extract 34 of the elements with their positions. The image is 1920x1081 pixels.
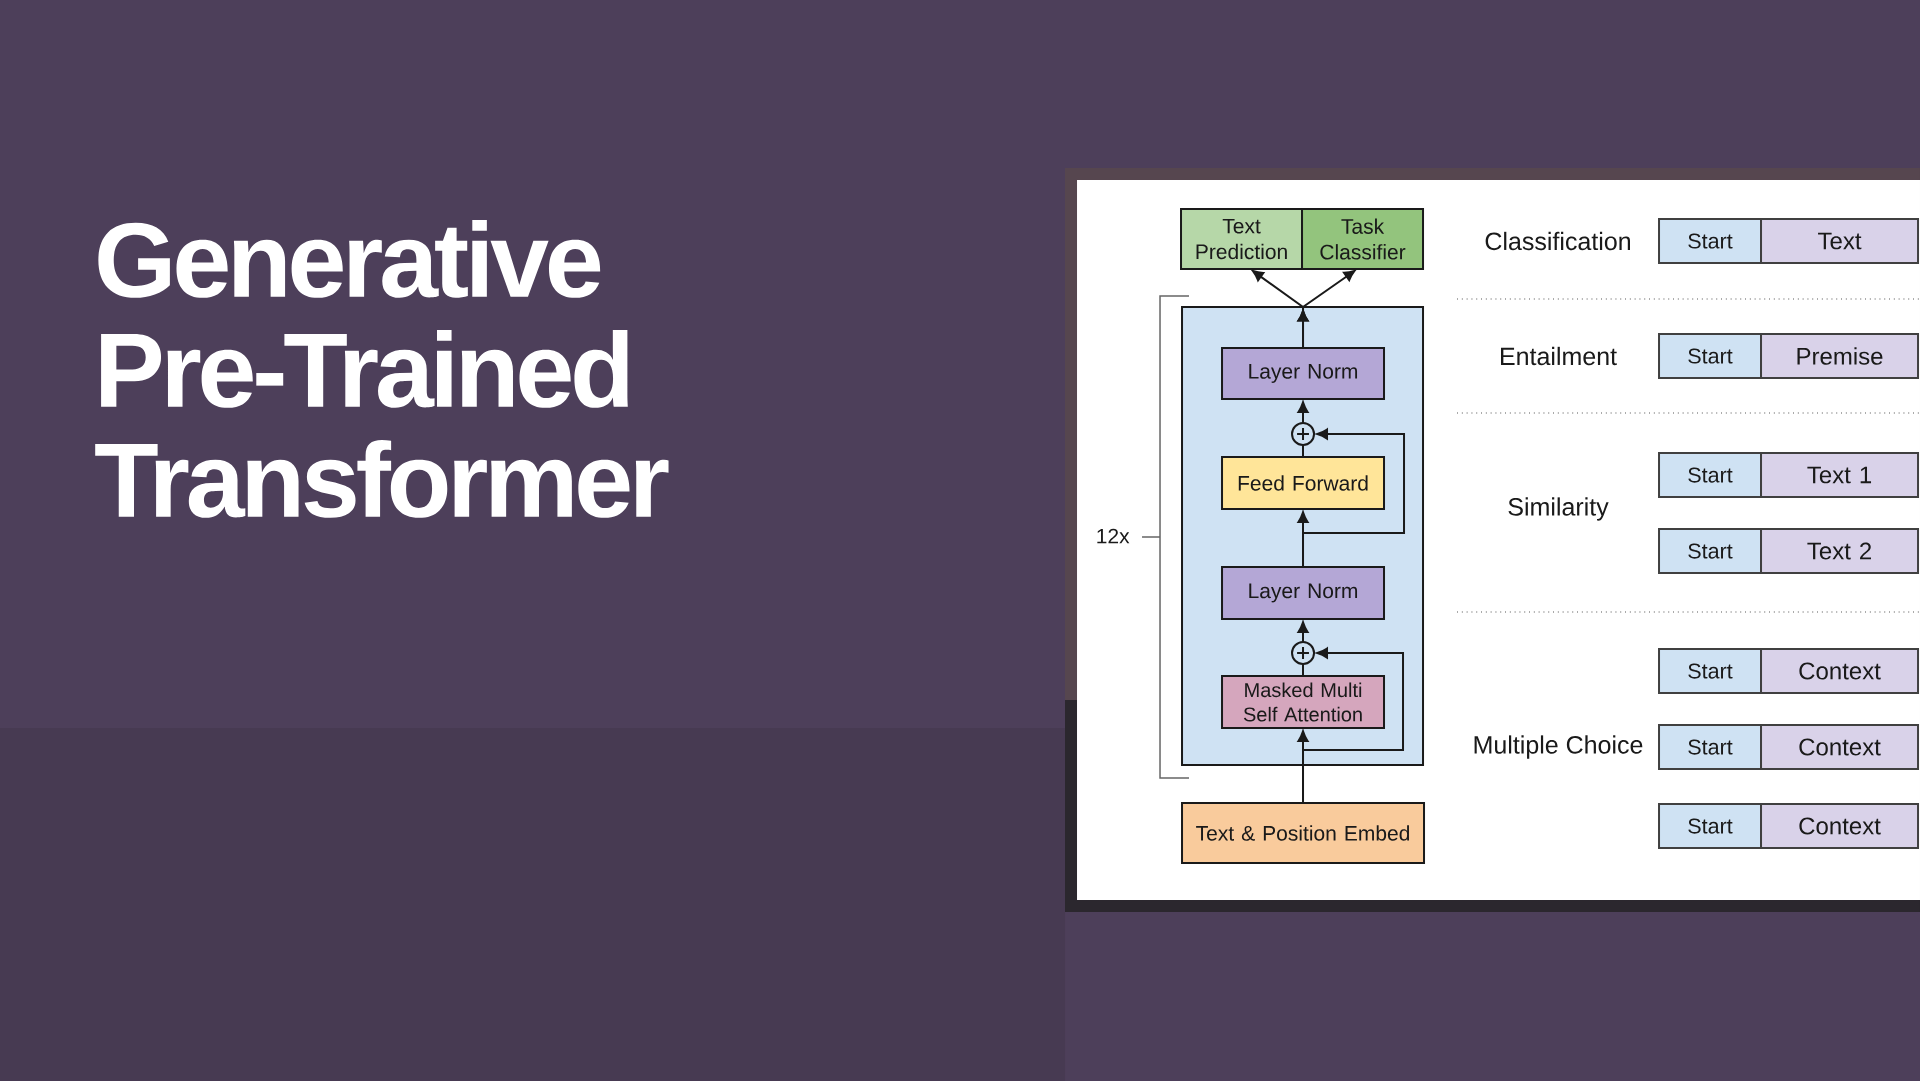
- repeat-label: 12x: [1097, 528, 1130, 544]
- layer-box: Layer Norm: [1221, 566, 1385, 620]
- layer-box: Masked Multi Self Attention: [1221, 675, 1385, 729]
- token-box: Start: [1658, 452, 1763, 498]
- token-box: Start: [1658, 724, 1763, 770]
- arrow: [1297, 269, 1356, 349]
- title: Generative Pre-Trained Transformer: [95, 220, 669, 518]
- arrow: [1302, 428, 1405, 568]
- task-label: Multiple Choice: [1474, 735, 1643, 759]
- connector-line: [1302, 663, 1304, 677]
- segment-box: Text: [1760, 218, 1920, 264]
- token-box: Start: [1658, 218, 1763, 264]
- token-box: Start: [1658, 803, 1763, 849]
- segment-box: Text 2: [1760, 528, 1920, 574]
- embedding-box: Text & Position Embed: [1181, 802, 1425, 864]
- segment-box: Context: [1760, 803, 1920, 849]
- layer-box: Feed Forward: [1221, 456, 1385, 510]
- arrow: [1297, 401, 1309, 424]
- token-box: Start: [1658, 648, 1763, 694]
- token-box: Start: [1658, 333, 1763, 379]
- segment-box: Context: [1760, 724, 1920, 770]
- segment-box: Text 1: [1760, 452, 1920, 498]
- task-label: Entailment: [1501, 346, 1617, 366]
- arrow: [1302, 647, 1404, 804]
- output-box: Task Classifier: [1301, 208, 1424, 270]
- layer-box: Layer Norm: [1221, 347, 1385, 400]
- token-box: Start: [1658, 528, 1763, 574]
- segment-box: Premise: [1760, 333, 1920, 379]
- output-box: Text Prediction: [1180, 208, 1303, 270]
- task-label: Similarity: [1508, 497, 1609, 521]
- task-label: Classification: [1485, 231, 1630, 251]
- connector-line: [1302, 444, 1304, 458]
- arrow: [1297, 621, 1309, 643]
- segment-box: Context: [1760, 648, 1920, 694]
